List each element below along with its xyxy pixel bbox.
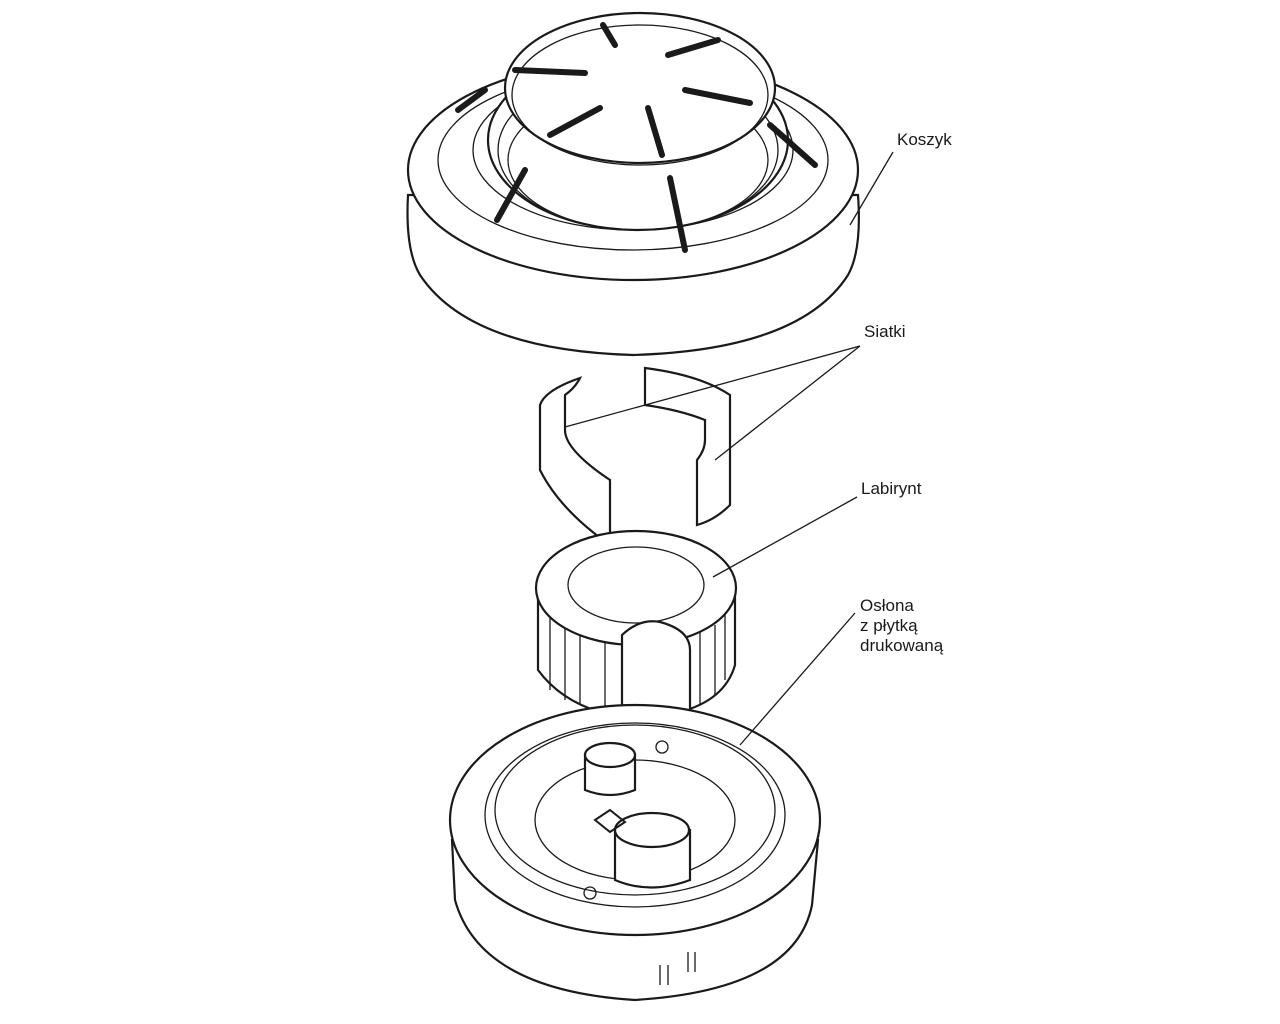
cover-part [406,11,860,357]
label-siatki: Siatki [864,322,906,341]
leader-lines [564,151,894,746]
labyrinth-part [534,529,738,714]
label-oslona-line2: z płytką [860,616,918,635]
label-oslona-line3: drukowaną [860,636,944,655]
label-koszyk: Koszyk [897,130,952,149]
label-oslona-line1: Osłona [860,596,914,615]
base-part [448,703,822,1002]
label-labirynt: Labirynt [861,479,922,498]
label-oslona: Osłona z płytką drukowaną [860,596,943,656]
mesh-strips [538,366,732,548]
